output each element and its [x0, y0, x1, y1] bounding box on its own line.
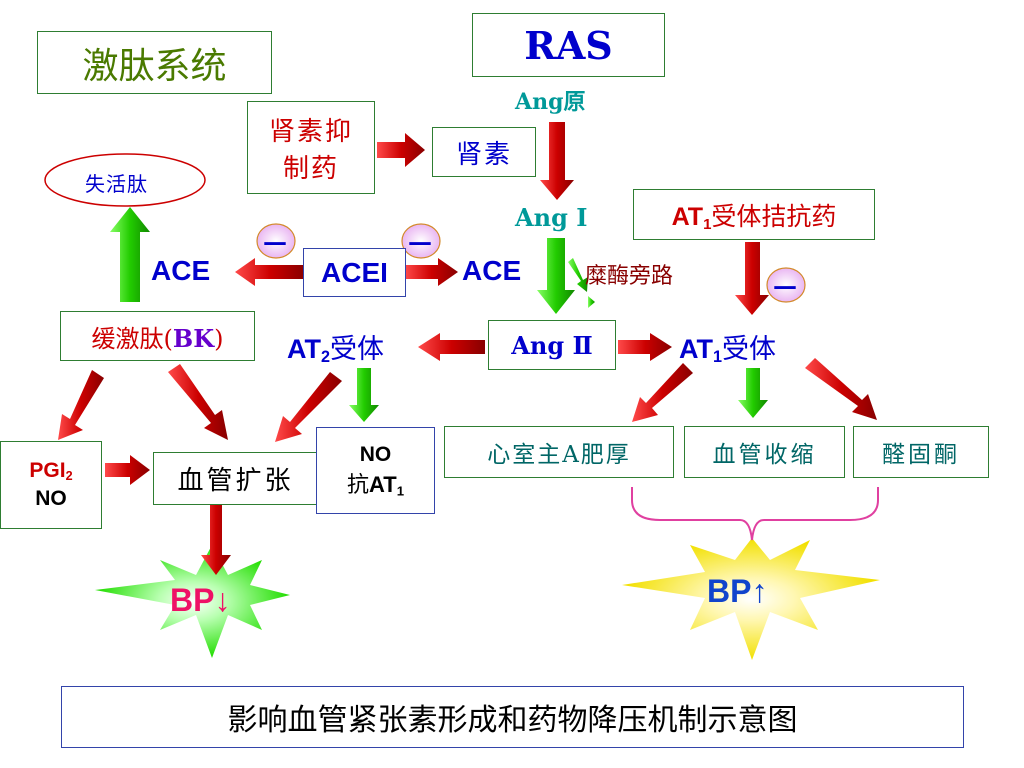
no-anti-at1-box: NO 抗AT1 — [316, 427, 435, 514]
aldosterone-box: 醛固酮 — [853, 426, 989, 478]
anti-at1-label: 抗AT1 — [346, 471, 405, 498]
arrow-at1-lvh — [632, 363, 693, 422]
ace-left: ACE — [151, 255, 211, 286]
no-label-left: NO — [35, 487, 67, 510]
arrow-chymase-tip — [588, 296, 595, 308]
arrow-acei-ace-right — [405, 258, 458, 286]
at1-receptor: AT1受体 — [679, 334, 777, 367]
bp-down: BP↓ — [170, 582, 231, 618]
aldosterone-label: 醛固酮 — [882, 442, 960, 468]
renin-box: 肾素 — [432, 127, 536, 177]
lvh-label: 心室主A肥厚 — [487, 442, 631, 468]
no-label: NO — [359, 442, 392, 466]
renin-inhibitor-box: 肾素抑 制药 — [247, 101, 375, 194]
minus-sign-left: — — [263, 227, 287, 256]
ang1: Ang Ⅰ — [515, 203, 588, 232]
chymase-path: 糜酶旁路 — [585, 264, 674, 289]
arrow-bk-inactive — [110, 207, 150, 302]
red-arrows — [58, 122, 877, 575]
minus-circles — [256, 223, 806, 303]
arrow-bk-pgi2 — [58, 370, 104, 440]
kinin-system-label: 激肽系统 — [82, 45, 227, 87]
ras-box: RAS — [472, 13, 665, 77]
caption-label: 影响血管紧张素形成和药物降压机制示意图 — [227, 703, 798, 738]
arrow-at1-aldosterone — [805, 358, 877, 420]
vasodilation-label: 血管扩张 — [177, 466, 294, 496]
bp-up: BP↑ — [707, 573, 768, 609]
pgi2-label: PGI2 — [29, 459, 73, 484]
kinin-system-box: 激肽系统 — [37, 31, 272, 94]
minus-sign-middle: — — [408, 227, 432, 256]
ras-label: RAS — [524, 22, 613, 68]
at1-antagonist-label: AT1受体拮抗药 — [671, 201, 837, 233]
green-arrows — [110, 207, 768, 422]
arrow-at1-vasoconstriction — [738, 368, 768, 418]
arrow-vasodilation-bpdown — [201, 505, 231, 575]
ang2-box: Ang Ⅱ — [488, 320, 616, 370]
at2-receptor: AT2受体 — [287, 334, 385, 367]
pgi2-no-box: PGI2 NO — [0, 441, 102, 529]
acei-label: ACEI — [321, 256, 388, 288]
inactive-peptide-ellipse — [44, 153, 206, 207]
arrow-angprecursor-ang1 — [540, 122, 574, 200]
arrow-pgi2-vasodilation — [105, 455, 150, 485]
vasoconstriction-label: 血管收缩 — [712, 442, 817, 468]
minus-sign-right: — — [773, 271, 797, 300]
arrow-ang1-ang2 — [537, 238, 575, 314]
at1-antagonist-box: AT1受体拮抗药 — [633, 189, 875, 240]
ace-right: ACE — [462, 255, 522, 286]
bradykinin-label: 缓激肽(BK) — [91, 323, 224, 353]
ang2-label: Ang Ⅱ — [511, 330, 593, 360]
vasodilation-box: 血管扩张 — [153, 452, 318, 505]
bradykinin-box: 缓激肽(BK) — [60, 311, 255, 361]
renin-inhibitor-line1: 肾素抑 — [268, 116, 353, 147]
arrow-at2-no — [349, 368, 379, 422]
arrow-inhibitor-renin — [377, 133, 425, 167]
arrow-at2-vasodilation — [275, 372, 342, 442]
bp-up-star — [622, 538, 880, 660]
caption-box: 影响血管紧张素形成和药物降压机制示意图 — [61, 686, 964, 748]
lvh-box: 心室主A肥厚 — [444, 426, 674, 478]
renin-label: 肾素 — [455, 139, 512, 170]
arrow-acei-ace-left — [235, 258, 305, 286]
arrow-bk-vasodilation — [168, 364, 228, 440]
arrow-ang2-at1 — [618, 333, 672, 361]
bp-down-star — [95, 545, 290, 658]
arrow-ang2-at2 — [418, 333, 485, 361]
acei-box: ACEI — [303, 248, 406, 297]
vasoconstriction-box: 血管收缩 — [684, 426, 845, 478]
inactive-peptide: 失活肽 — [85, 172, 148, 196]
renin-inhibitor-line2: 制药 — [282, 153, 339, 184]
arrow-chymase — [568, 258, 588, 292]
effects-bracket — [631, 487, 879, 541]
ang-precursor: Ang原 — [515, 89, 586, 115]
arrow-antagonist-at1 — [735, 242, 769, 315]
